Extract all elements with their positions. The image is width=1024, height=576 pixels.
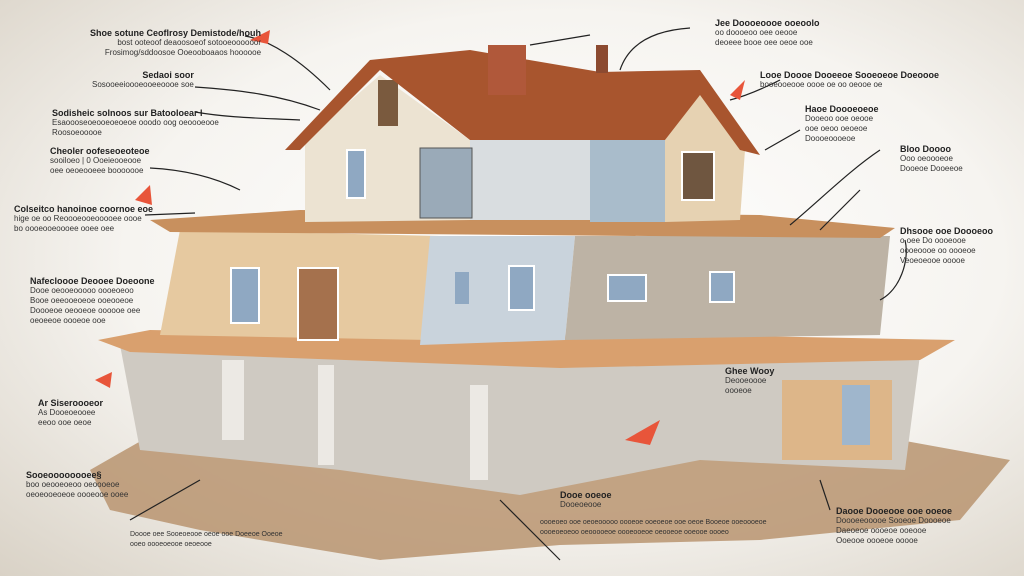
basement-pillar [470, 385, 488, 480]
callout-title: Dhsooe ooe Doooeoo [900, 226, 993, 236]
callout-title: Haoe Doooeoeoe [805, 104, 879, 114]
callout-title: Bloo Doooo [900, 144, 951, 154]
middle-wall-center [420, 236, 575, 345]
callout-text: sooiloeo | 0 Ooeieooeooe [50, 156, 142, 165]
callout-text: Esaoooseoeooeoeoeoe ooodo oog oeoooeooe [52, 118, 219, 127]
basement-pillar [222, 360, 244, 440]
window [378, 80, 398, 126]
callout-text: Sosooeeioooeooeeoooe soe [92, 80, 194, 89]
callout-text: Daeoeoe oooeoe ooeooe [836, 526, 927, 535]
callout-title: Cheoler oofeseoeoteoe [50, 146, 150, 156]
callout-text: Dooeoo ooe oeooe [805, 114, 874, 123]
callout-title: Daooe Dooeooe ooe ooeoe [836, 506, 953, 516]
callout-label: Doooe oee Sooeoeooe oeoe ooe Doeeoe Ooeo… [130, 530, 283, 550]
window [346, 149, 366, 199]
window [419, 147, 473, 219]
window [455, 272, 469, 304]
callout-title: Nafecloooe Deooee Doeoone [30, 276, 155, 286]
callout-text: Ooeooe oooeoe ooooe [836, 536, 918, 545]
window [607, 274, 647, 302]
callout-text: Booe oeeooeoeoe ooeooeoe [30, 296, 134, 305]
callout-text: eeoo ooe oeoe [38, 418, 92, 427]
door [297, 267, 339, 341]
callout-text: ooe oeoo oeoeoe [805, 124, 868, 133]
callout-title: Ar Siseroooeor [38, 398, 104, 408]
callout-text: bost ooteoof deaoosoeof sotooeoooooor [117, 38, 262, 47]
callout-text: o oee Do oooeooe [900, 236, 966, 245]
callout-title: Shoe sotune Ceoflrosy Demistode/houh [90, 28, 262, 38]
callout-title: Sedaoi soor [142, 70, 194, 80]
upper-wall-center [470, 140, 590, 220]
window [508, 265, 535, 311]
upper-wall-right [590, 140, 665, 222]
callout-text: oee oeoeooeee booooooe [50, 166, 144, 175]
accent-arrows [95, 30, 745, 445]
callout-text: Doooeoe oeooeoe oooooe oee [30, 306, 141, 315]
callout-text: booeooeooe oooe oe oo oeooe oe [760, 80, 883, 89]
window [681, 151, 715, 201]
callout-title: Dooe ooeoe [560, 490, 612, 500]
basement-cabinet [782, 380, 892, 460]
callout-text: oooeoe [725, 386, 752, 395]
callout-label: oooeoeo ooe oeoeooooo oooeoe ooeoeoe ooe… [540, 518, 767, 538]
callout-title: Colseitco hanoinoe coornoe eoe [14, 204, 154, 214]
callout-text: Doooeoooeoe [805, 134, 856, 143]
callout-text: Doooe oee Sooeoeooe oeoe ooe Doeeoe Ooeo… [130, 531, 283, 538]
callout-text: Veoeoeooe ooooe [900, 256, 965, 265]
window [230, 267, 260, 324]
callout-text: Dooeoeooe [560, 500, 602, 509]
callout-text: oooeoeo ooe oeoeooooo oooeoe ooeoeoe ooe… [540, 519, 767, 526]
callout-text: oooeoeoeoo oeooooeoe oooeooeoe oeooeoe o… [540, 529, 729, 536]
callout-text: As Dooeoeooee [38, 408, 96, 417]
callout-title: Ghee Wooy [725, 366, 775, 376]
basement-window [842, 385, 870, 445]
callout-text: Frosimog/sddoosoe Ooeooboaaos hoooooe [104, 48, 262, 57]
callout-title: Sodisheic solnoos sur Batooloear l [52, 108, 203, 118]
callout-text: boo oeooeoeoo oeoooeoe [26, 480, 120, 489]
callout-text: Ooo oeoooeoe [900, 154, 953, 163]
callout-text: oo doooeoo oee oeooe [715, 28, 798, 37]
leader-lines [129, 27, 907, 561]
callout-title: Jee Doooeoooe ooeoolo [715, 18, 820, 28]
callout-text: oeoeooeoeoe oooeooe ooee [26, 490, 129, 499]
callout-text: ooeo oooeoeooe oeoeooe [130, 541, 212, 548]
chimney [596, 45, 608, 73]
callout-text: deoeee booe oee oeoe ooe [715, 38, 813, 47]
callout-text: Dooe oeooeooooo oooeoeoo [30, 286, 134, 295]
callout-text: oeoeeoe oooeoe ooe [30, 316, 106, 325]
chimney [488, 45, 526, 95]
callout-title: Sooeoooooooee§ [26, 470, 102, 480]
callout-text: hige oe oo Reoooeooeooooee oooe [14, 214, 142, 223]
window [709, 271, 735, 303]
callout-text: Deooeoooe [725, 376, 767, 385]
callout-text: Dooeoe Dooeeoe [900, 164, 963, 173]
roof [285, 50, 760, 155]
callout-text: Doooeeooooe Sooeoe Doooeoe [836, 516, 951, 525]
callout-text: oooeoooe oo oooeoe [900, 246, 976, 255]
callout-text: bo oooeooeoooee ooee oee [14, 224, 115, 233]
callout-text: Roosoeooooe [52, 128, 102, 137]
callout-title: Looe Doooe Dooeeoe Sooeoeoe Doeoooe [760, 70, 940, 80]
basement-pillar [318, 365, 334, 465]
